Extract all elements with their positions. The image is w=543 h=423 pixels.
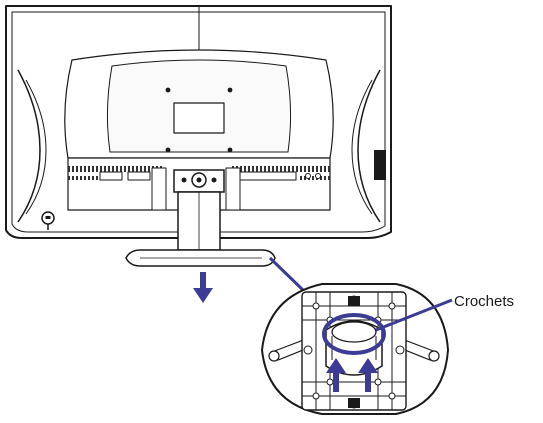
right-vent-arc	[357, 69, 381, 223]
right-vent-arc-inner	[351, 79, 373, 215]
stand-neck	[125, 169, 276, 267]
vesa-screw	[227, 147, 233, 153]
vent-strip-left	[68, 166, 163, 172]
vent-strip-right	[232, 166, 330, 172]
hinge-screw	[181, 177, 187, 183]
kensington-lock-icon	[41, 211, 55, 230]
side-panel-right	[225, 167, 241, 211]
monitor-back	[5, 5, 392, 239]
left-vent-arc-inner	[25, 79, 47, 215]
vesa-screw	[165, 147, 171, 153]
port	[127, 171, 151, 181]
callout-line	[375, 298, 453, 332]
port-jack	[315, 173, 321, 179]
side-button-block	[374, 150, 386, 180]
hooks-highlight-ring	[322, 313, 386, 355]
up-arrow-icon	[326, 358, 346, 392]
vent-strip-left-2	[68, 176, 98, 180]
port	[99, 171, 123, 181]
vesa-screw	[165, 87, 171, 93]
label-plate	[173, 102, 225, 134]
base-foot	[428, 350, 440, 362]
base-foot	[268, 350, 280, 362]
vesa-screw	[227, 87, 233, 93]
callout-label: Crochets	[454, 293, 514, 310]
up-arrow-icon	[358, 358, 378, 392]
down-arrow-icon	[193, 272, 213, 303]
port-jack	[305, 173, 311, 179]
base-detail	[260, 283, 450, 415]
left-vent-arc	[17, 69, 41, 223]
socket-top	[331, 321, 377, 343]
leader-line	[268, 256, 307, 294]
hinge-screw	[211, 177, 217, 183]
port	[239, 171, 297, 181]
side-panel-left	[151, 167, 167, 211]
vent-strip-right-2	[300, 176, 330, 180]
